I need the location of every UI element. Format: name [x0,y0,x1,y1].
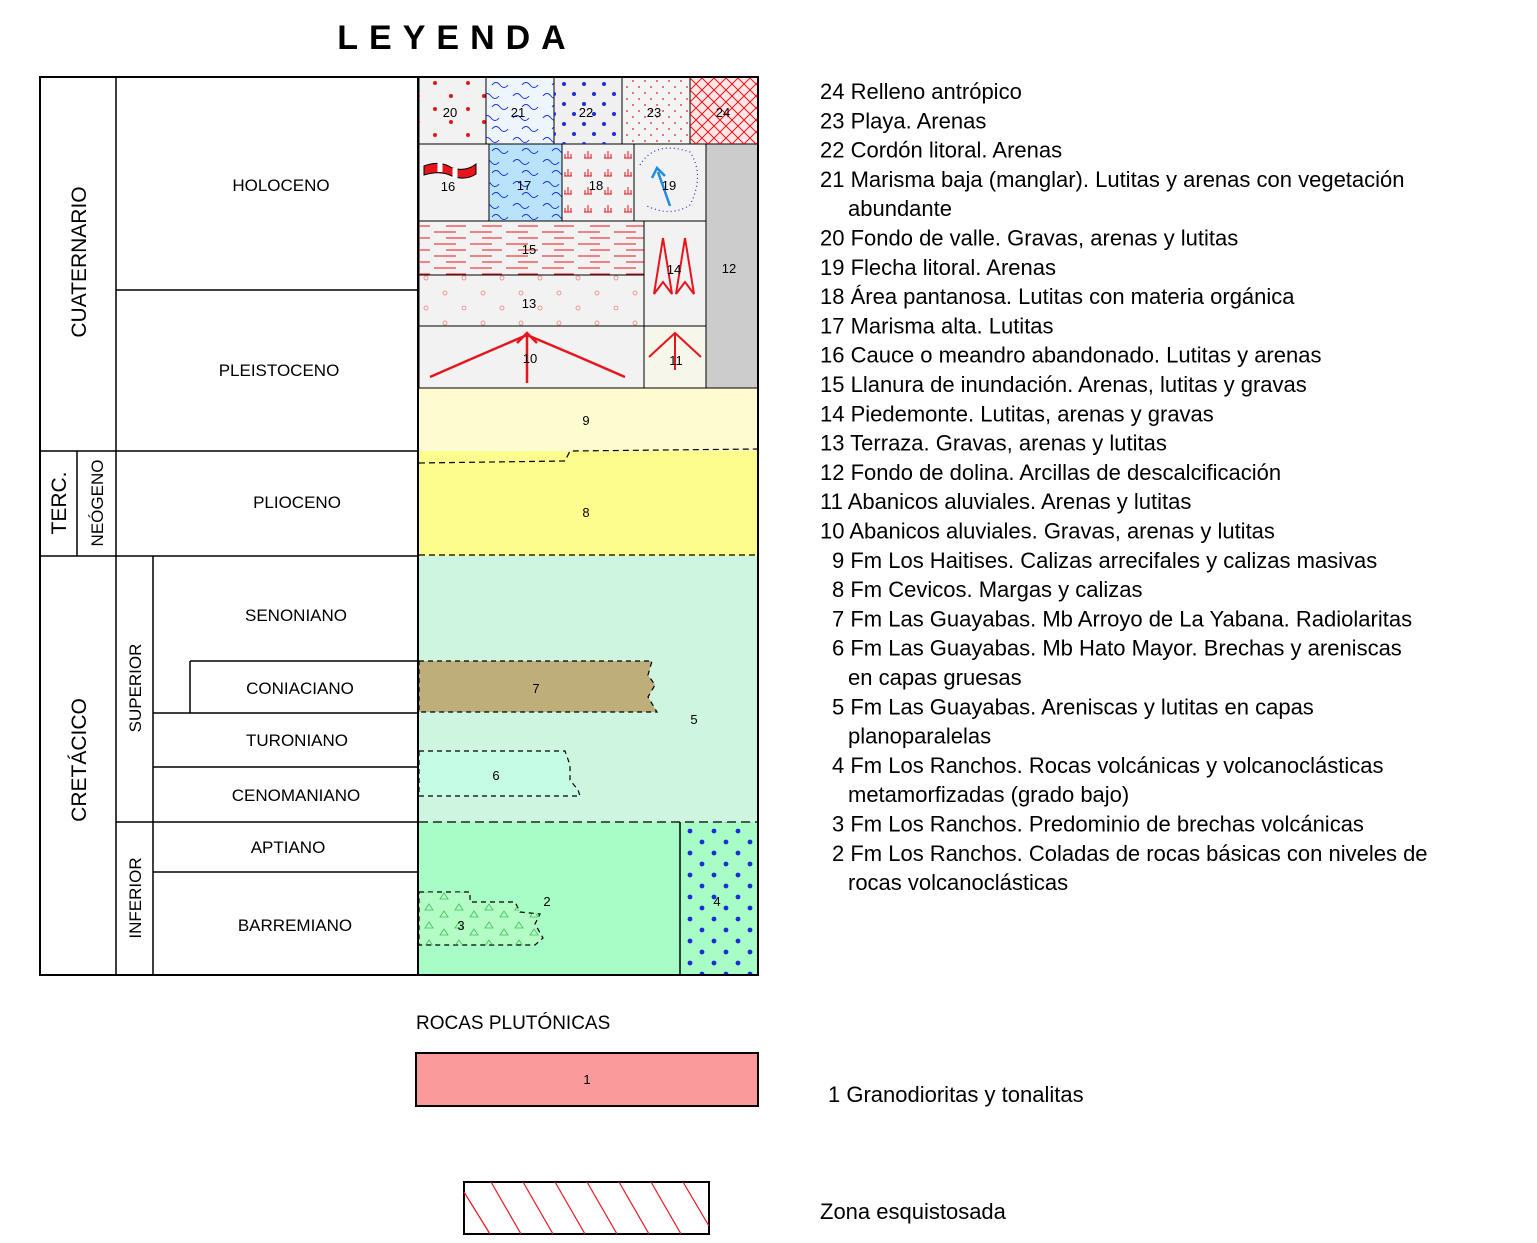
unit-number-23: 23 [647,105,661,120]
legend-item: 19 Flecha litoral. Arenas [820,255,1056,280]
stage-senoniano: SENONIANO [245,606,347,625]
schist-legend-label: Zona esquistosada [820,1199,1007,1224]
unit-number-17: 17 [517,178,531,193]
era-cretacico: CRETÁCICO [68,698,91,822]
unit-number-1: 1 [583,1072,590,1087]
unit-number-16: 16 [441,179,455,194]
unit-number-8: 8 [582,505,589,520]
stage-barremiano: BARREMIANO [238,916,352,935]
period-superior: SUPERIOR [126,644,145,733]
schist-zone-swatch [463,1181,710,1235]
unit-8-fill [419,451,758,556]
legend-item-continuation: abundante [848,196,952,221]
legend-item: 6 Fm Las Guayabas. Mb Hato Mayor. Brecha… [832,636,1402,661]
legend-item: 7 Fm Las Guayabas. Mb Arroyo de La Yaban… [832,606,1412,631]
stage-aptiano: APTIANO [251,838,326,857]
unit-number-3: 3 [457,918,464,933]
legend-item: 20 Fondo de valle. Gravas, arenas y luti… [820,226,1238,251]
unit-number-24: 24 [716,105,730,120]
unit-6-shape [418,750,581,797]
legend-item: 11 Abanicos aluviales. Arenas y lutitas [820,489,1191,514]
legend-list: 24 Relleno antrópico 23 Playa. Arenas 22 C… [820,79,1428,895]
legend-item: 9 Fm Los Haitises. Calizas arrecifales y… [832,548,1377,573]
unit-number-12: 12 [722,261,736,276]
legend-item: 17 Marisma alta. Lutitas [820,313,1054,338]
unit-number-9: 9 [582,413,589,428]
legend-item-continuation: en capas gruesas [848,665,1022,690]
unit-number-22: 22 [579,105,593,120]
unit-number-6: 6 [492,768,499,783]
legend-item: 13 Terraza. Gravas, arenas y lutitas [820,431,1167,456]
unit-number-11: 11 [669,353,683,368]
legend-item-continuation: rocas volcanoclásticas [848,870,1068,895]
legend-item: 2 Fm Los Ranchos. Coladas de rocas básic… [832,841,1428,866]
stage-turoniano: TURONIANO [246,731,348,750]
stage-cenomaniano: CENOMANIANO [232,786,360,805]
legend-item: 16 Cauce o meandro abandonado. Lutitas y… [820,343,1321,368]
unit-4-pattern [680,822,758,975]
legend-item: 5 Fm Las Guayabas. Areniscas y lutitas e… [832,694,1314,719]
unit-7-shape [418,660,659,713]
period-inferior: INFERIOR [126,857,145,938]
stage-plioceno: PLIOCENO [253,493,341,512]
legend-item: 14 Piedemonte. Lutitas, arenas y gravas [820,401,1214,426]
unit-number-19: 19 [662,178,676,193]
legend-item-continuation: planoparalelas [848,724,991,749]
unit-19-fill [633,143,707,222]
unit-number-10: 10 [523,351,537,366]
era-terciario: TERC. [48,472,71,535]
unit-number-15: 15 [522,242,536,257]
unit-14-fill [643,220,707,327]
legend-item: 15 Llanura de inundación. Arenas, lutita… [820,372,1307,397]
legend-item-continuation: metamorfizadas (grado bajo) [848,782,1129,807]
unit-1-fill [415,1052,759,1107]
unit-number-2: 2 [543,894,550,909]
unit-number-21: 21 [511,105,525,120]
unit-number-13: 13 [522,296,536,311]
unit-number-5: 5 [690,712,697,727]
unit-number-7: 7 [532,681,539,696]
unit-12-fill [705,143,759,389]
stage-pleistoceno: PLEISTOCENO [219,361,340,380]
legend-item: 12 Fondo de dolina. Arcillas de descalci… [820,460,1281,485]
legend-item: 10 Abanicos aluviales. Gravas, arenas y … [820,519,1275,544]
legend-item: 22 Cordón litoral. Arenas [820,138,1062,163]
unit-number-20: 20 [443,105,457,120]
unit-number-4: 4 [713,894,720,909]
legend-item: 8 Fm Cevicos. Margas y calizas [832,577,1143,602]
unit-9-fill [419,388,758,451]
legend-item: 23 Playa. Arenas [820,108,986,133]
unit-number-14: 14 [667,262,681,277]
era-cuaternario: CUATERNARIO [68,186,91,337]
legend-item: 4 Fm Los Ranchos. Rocas volcánicas y vol… [832,753,1383,778]
period-neogeno: NEÓGENO [88,460,107,547]
stage-holoceno: HOLOCENO [232,176,329,195]
stage-coniaciano: CONIACIANO [246,679,354,698]
legend-title: LEYENDA [337,19,576,57]
legend-item: 3 Fm Los Ranchos. Predominio de brechas … [832,812,1364,837]
legend-item: 21 Marisma baja (manglar). Lutitas y are… [820,167,1405,192]
plutonic-legend-label: 1 Granodioritas y tonalitas [828,1082,1084,1107]
plutonic-heading: ROCAS PLUTÓNICAS [416,1012,610,1034]
legend-item: 24 Relleno antrópico [820,79,1022,104]
legend-item: 18 Área pantanosa. Lutitas con materia o… [820,284,1295,309]
unit-number-18: 18 [589,178,603,193]
